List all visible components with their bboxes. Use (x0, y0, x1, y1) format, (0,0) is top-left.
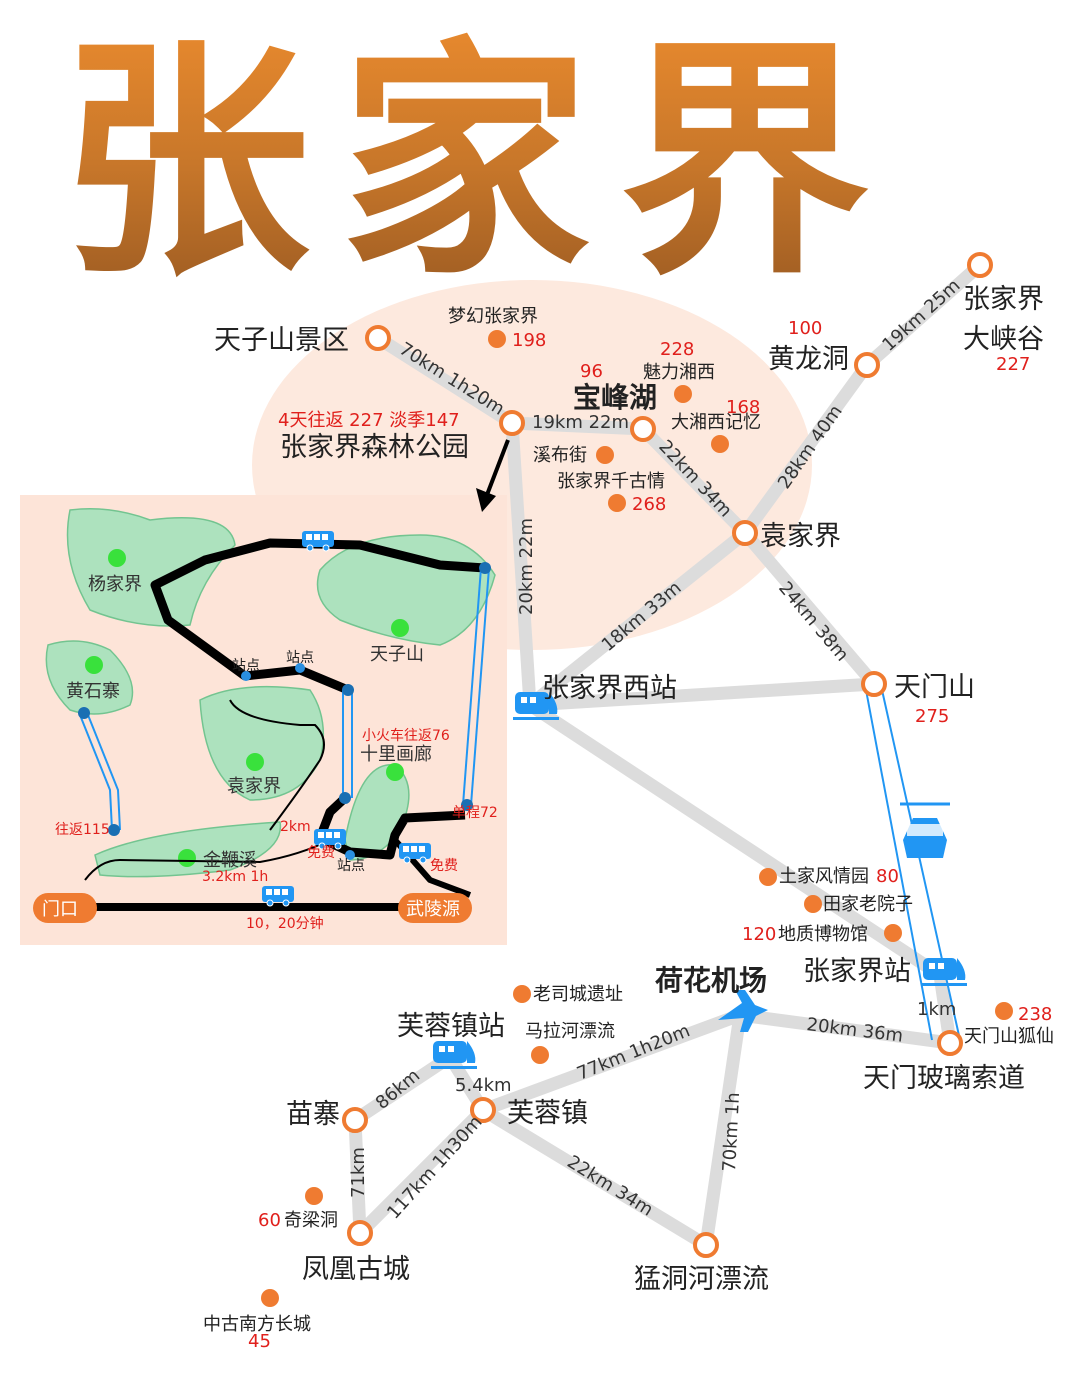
stations (342, 252, 993, 1258)
inset-huangshizhai: 黄石寨 (66, 681, 120, 702)
baofeng-price: 96 (580, 361, 603, 382)
attraction-memory: 大湘西记忆 (671, 412, 761, 433)
inset-jinbianxi-dist: 3.2km 1h (202, 869, 268, 885)
attraction-fox: 天门山狐仙 (964, 1026, 1054, 1047)
attraction-dots (261, 330, 1013, 1307)
inset-labels: 杨家界 天子山 黄石寨 袁家界 十里画廊 金鞭溪 3.2km 1h 小火车往返7… (42, 574, 498, 932)
forest-park-price: 4天往返 227 淡季147 (278, 410, 460, 431)
gate-badge (33, 893, 97, 923)
inset-yangjiajie: 杨家界 (88, 574, 142, 595)
inset-train-price: 小火车往返76 (362, 727, 450, 744)
station-tianmen-mountain: 天门山 (894, 672, 975, 703)
inset-shili: 十里画廊 (360, 744, 432, 765)
station-forest-park: 张家界森林公园 (280, 432, 469, 463)
station-miao-village: 苗寨 (286, 1099, 340, 1130)
route-distance: 1km (917, 999, 956, 1020)
inset-bus-info: 10，20分钟 (246, 915, 324, 932)
attraction-greatwall: 中古南方长城 (203, 1314, 311, 1335)
station-grand-canyon: 张家界 (963, 284, 1044, 315)
inset-stop: 站点 (337, 858, 365, 874)
inset-scenic-dots (85, 549, 409, 867)
station-furong-town: 芙蓉镇 (507, 1098, 588, 1129)
inset-free: 免费 (307, 845, 335, 861)
attraction-geo: 地质博物馆 (778, 924, 868, 945)
cable-car-icon (900, 802, 950, 858)
route-distance: 19km 25m (878, 275, 964, 356)
route-distance: 20km 36m (805, 1014, 904, 1047)
station-zjj: 张家界站 (803, 956, 911, 987)
inset-stops (78, 562, 491, 860)
inset-cable-round: 往返115 (55, 822, 110, 838)
station-yuanjiajie: 袁家界 (760, 521, 841, 552)
station-huanglong-cave: 黄龙洞 (768, 344, 849, 375)
tianmen-price: 275 (915, 706, 949, 727)
airport-icon (718, 990, 768, 1032)
station-airport: 荷花机场 (655, 964, 767, 997)
inset-walk: 2km (280, 819, 311, 835)
map-title: 张家界 (60, 18, 1020, 308)
inset-parks (45, 508, 496, 878)
route-distance: 71km (348, 1147, 369, 1198)
attraction-memory-price: 168 (726, 397, 760, 418)
attraction-tujia-price: 80 (876, 866, 899, 887)
route-distance: 20km 22m (516, 518, 537, 615)
inset-tianzishan: 天子山 (370, 644, 424, 665)
huanglong-price: 100 (788, 318, 822, 339)
attraction-charm-price: 228 (660, 339, 694, 360)
route-distance: 24km 38m (774, 578, 852, 666)
station-west: 张家界西站 (542, 673, 677, 704)
station-glass-cableway: 天门玻璃索道 (863, 1063, 1025, 1094)
inset-jinbianxi: 金鞭溪 (203, 850, 257, 871)
inset-cableways (79, 567, 490, 831)
inset-free: 免费 (430, 858, 458, 874)
inset-stop: 站点 (286, 650, 314, 666)
wulingyuan-badge (398, 893, 472, 923)
attraction-xibu: 溪布街 (533, 445, 587, 466)
route-distance: 86km (372, 1065, 424, 1114)
station-furong-railway: 芙蓉镇站 (397, 1011, 505, 1042)
attraction-tujia: 土家风情园 (779, 866, 869, 887)
inset-yuanjiajie: 袁家界 (227, 776, 281, 797)
station-baofeng-lake: 宝峰湖 (573, 381, 657, 414)
route-distance: 117km 1h30m (383, 1112, 486, 1224)
station-tianzishan-area: 天子山景区 (214, 325, 349, 356)
attraction-charm: 魅力湘西 (643, 362, 715, 383)
attraction-laosi: 老司城遗址 (533, 984, 623, 1005)
attraction-fox-price: 238 (1018, 1004, 1052, 1025)
attraction-dream-price: 198 (512, 330, 546, 351)
station-labels: 天子山景区 4天往返 227 淡季147 张家界森林公园 96 宝峰湖 袁家界 … (214, 284, 1044, 1295)
inset-gate: 门口 (42, 899, 78, 920)
grand-canyon-price: 227 (996, 354, 1030, 375)
attraction-qiliang-price: 60 (258, 1210, 281, 1231)
attraction-tianjia: 田家老院子 (823, 894, 913, 915)
route-distance: 70km 1h (719, 1092, 744, 1172)
route-distance: 22km 34m (563, 1151, 656, 1220)
attraction-qiangu: 张家界千古情 (557, 471, 665, 492)
station-fenghuang: 凤凰古城 (302, 1254, 410, 1285)
attraction-mala: 马拉河漂流 (525, 1021, 615, 1042)
attraction-labels: 梦幻张家界 198 228 魅力湘西 168 大湘西记忆 溪布街 张家界千古情 … (203, 306, 1054, 1352)
inset-wulingyuan: 武陵源 (406, 899, 460, 920)
attraction-geo-price: 120 (742, 924, 776, 945)
attraction-dream: 梦幻张家界 (448, 306, 538, 327)
attraction-qiangu-price: 268 (632, 494, 666, 515)
inset-cable-price: 单程72 (452, 805, 498, 821)
tianmen-cableway (865, 689, 961, 1041)
attraction-greatwall-price: 45 (248, 1331, 271, 1352)
inset-stop: 站点 (232, 658, 260, 674)
route-distance: 19km 22m (532, 412, 629, 433)
station-grand-canyon: 大峡谷 (963, 324, 1044, 355)
arrow-icon (483, 439, 510, 501)
attraction-qiliang: 奇梁洞 (284, 1210, 338, 1231)
station-mengdong-river: 猛洞河漂流 (634, 1264, 769, 1295)
route-distance: 5.4km (455, 1075, 512, 1096)
